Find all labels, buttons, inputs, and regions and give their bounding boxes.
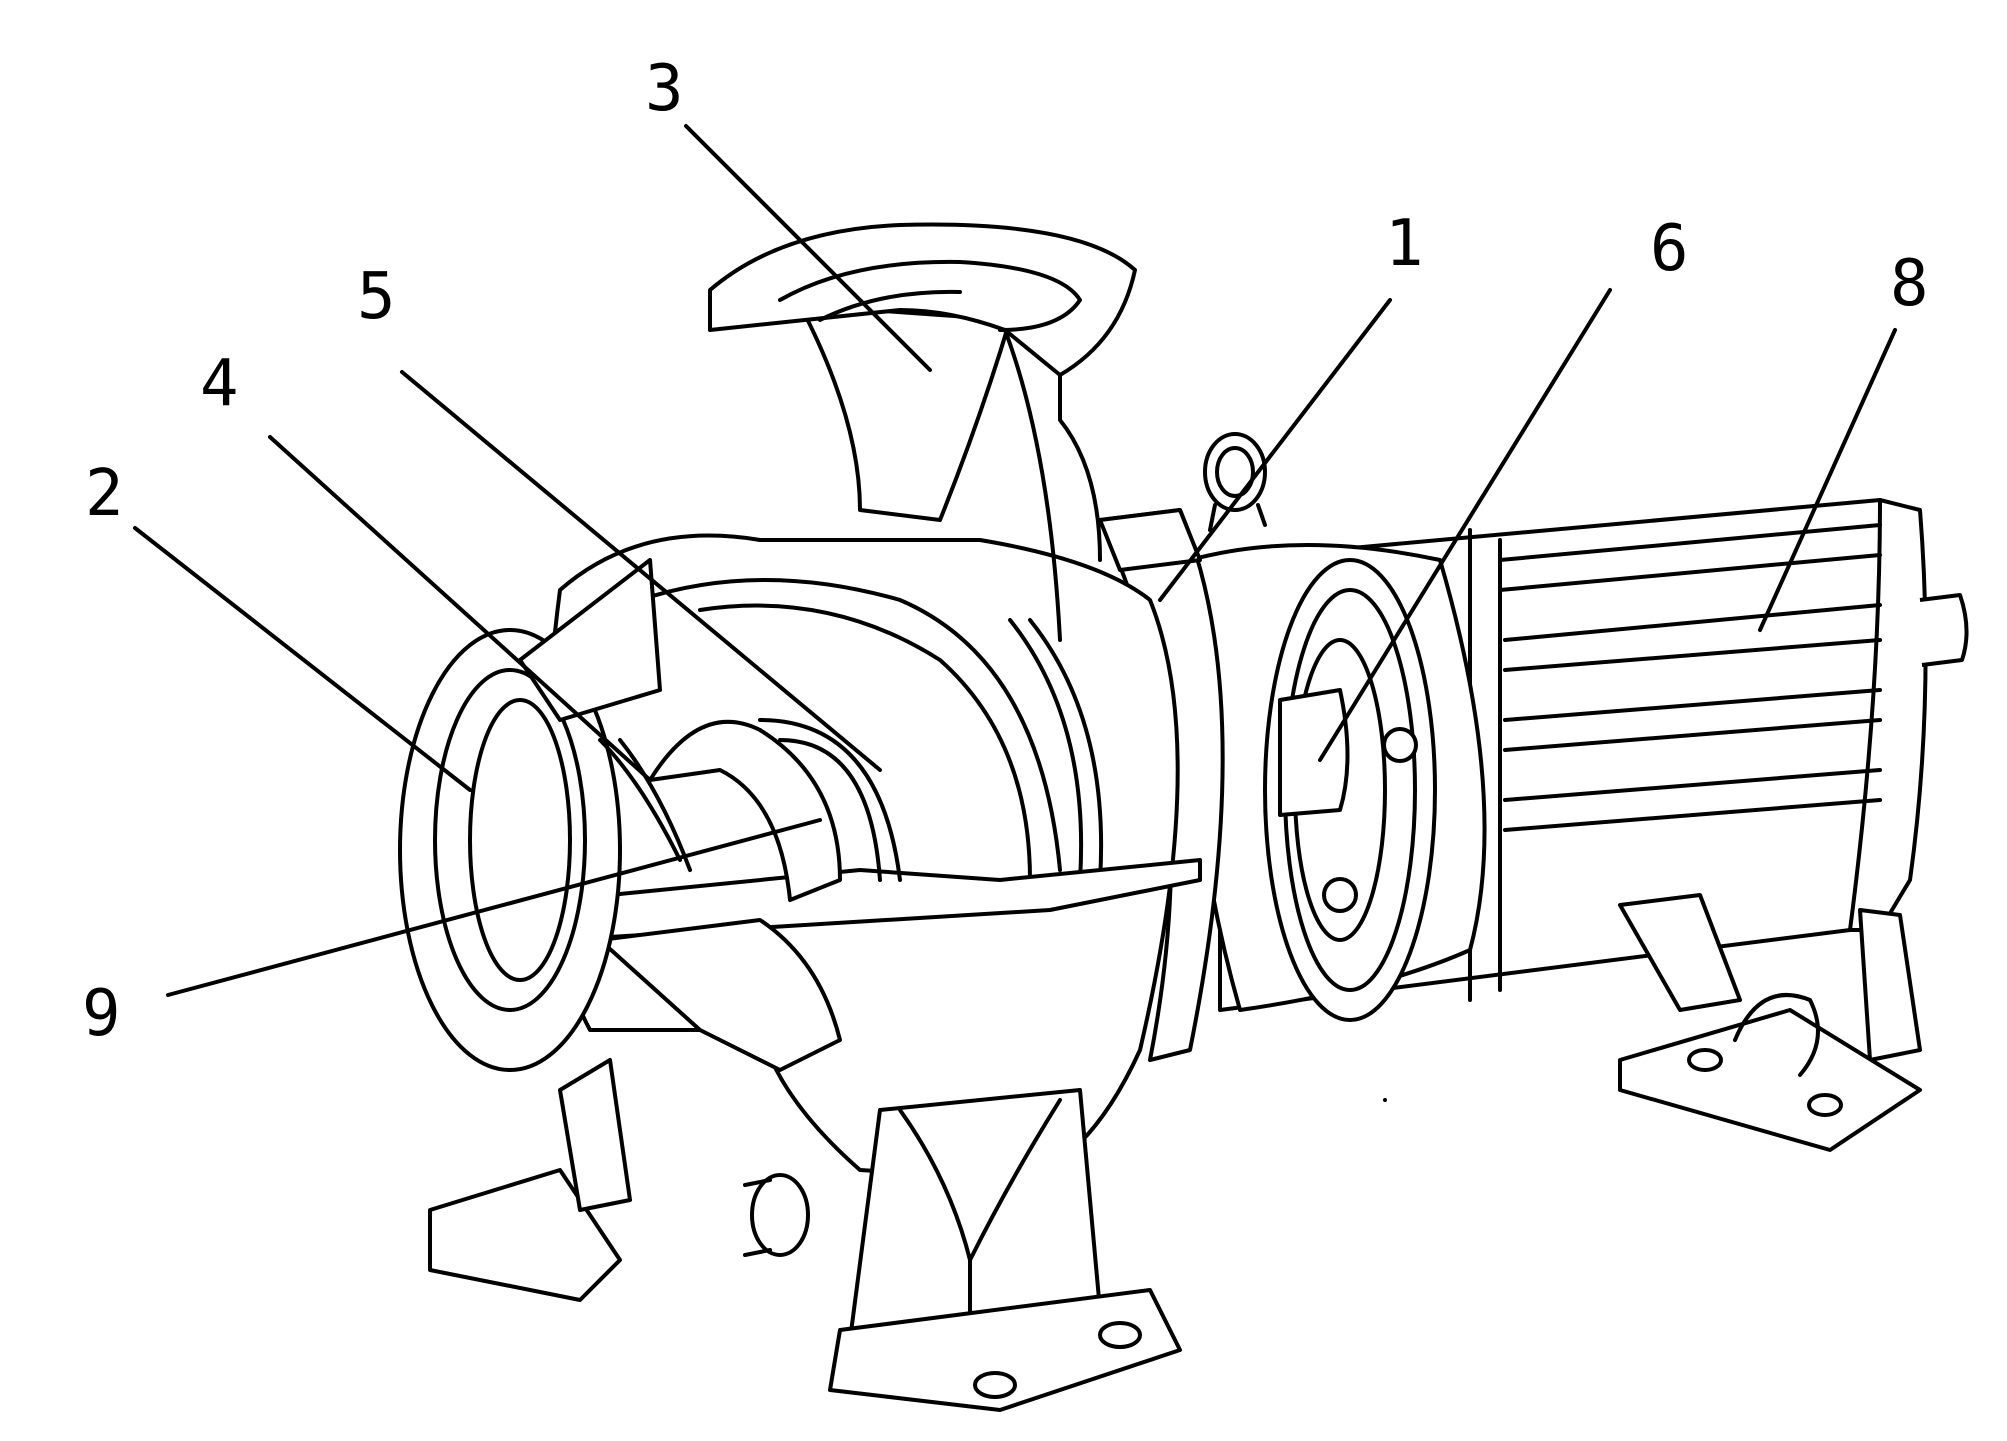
callout-8: 8	[1890, 247, 1929, 321]
callout-3: 3	[645, 52, 684, 126]
lifting-eye	[1203, 432, 1267, 532]
callout-2: 2	[85, 457, 124, 531]
leader-5	[400, 370, 882, 772]
callout-1: 1	[1385, 207, 1424, 281]
pump-casing	[543, 533, 1202, 1182]
callout-6: 6	[1650, 212, 1689, 286]
leader-2	[133, 526, 472, 792]
leader-3	[684, 124, 932, 372]
callout-5: 5	[357, 260, 396, 334]
bearing-flange	[1186, 543, 1487, 1022]
stray-dot	[1383, 1098, 1387, 1102]
callout-9: 9	[82, 977, 121, 1051]
discharge-nozzle	[708, 222, 1137, 642]
pump-feet	[428, 1058, 1182, 1412]
leader-9	[166, 818, 822, 997]
leader-1	[1158, 298, 1392, 602]
leader-lines	[133, 124, 1897, 997]
callout-labels: 3 1 6 8 5 4 2 9	[82, 52, 1929, 1051]
leader-8	[1758, 328, 1897, 632]
leader-6	[1318, 288, 1612, 762]
suction-flange	[398, 558, 662, 1072]
leader-4	[268, 435, 652, 782]
impeller	[598, 718, 902, 902]
callout-4: 4	[200, 347, 239, 421]
